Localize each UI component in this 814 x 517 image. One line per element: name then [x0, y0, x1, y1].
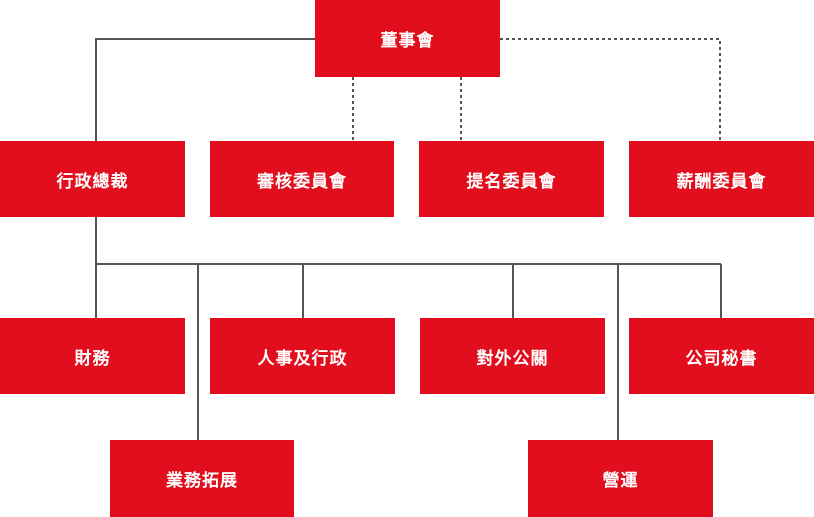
node-nomination-committee-label: 提名委員會 — [466, 171, 557, 192]
node-nomination-committee: 提名委員會 — [419, 141, 604, 217]
node-board-label: 董事會 — [380, 31, 435, 51]
node-audit-committee: 審核委員會 — [210, 141, 394, 217]
node-public-relations: 對外公關 — [420, 318, 605, 394]
node-hr-admin-label: 人事及行政 — [257, 348, 348, 369]
node-public-relations-label: 對外公關 — [476, 348, 549, 369]
node-hr-admin: 人事及行政 — [210, 318, 395, 394]
node-board: 董事會 — [315, 0, 500, 77]
line-board-ceo — [95, 38, 315, 141]
node-audit-committee-label: 審核委員會 — [257, 171, 347, 192]
node-business-development: 業務拓展 — [110, 440, 294, 517]
node-finance: 財務 — [0, 318, 185, 394]
node-ceo-label: 行政總裁 — [56, 171, 129, 192]
node-ceo: 行政總裁 — [0, 141, 185, 217]
line-board-remuneration — [500, 38, 721, 141]
node-company-secretary-label: 公司秘書 — [685, 348, 758, 369]
node-remuneration-committee-label: 薪酬委員會 — [676, 171, 767, 192]
node-operations: 營運 — [528, 440, 713, 517]
node-company-secretary: 公司秘書 — [629, 318, 814, 394]
node-business-development-label: 業務拓展 — [166, 471, 238, 491]
node-finance-label: 財務 — [74, 348, 111, 369]
node-operations-label: 營運 — [602, 471, 639, 491]
node-remuneration-committee: 薪酬委員會 — [629, 141, 814, 217]
